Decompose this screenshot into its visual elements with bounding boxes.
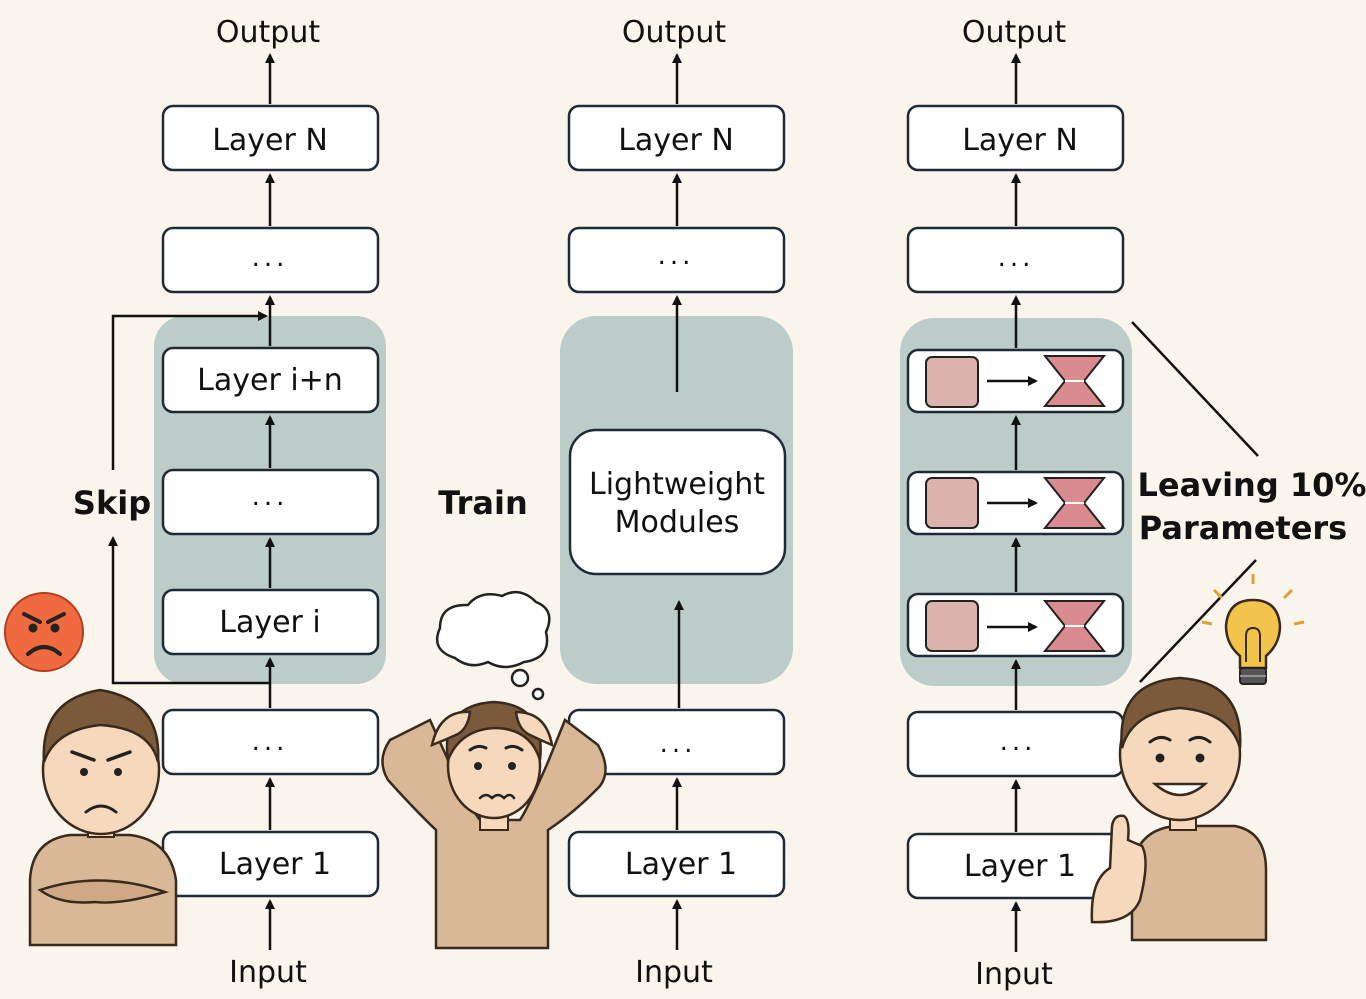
col2-layer-1-label: Layer 1 [625,847,737,882]
leaving-params-label-2: Parameters [1139,509,1347,547]
col1-layer-n-box [161,104,380,172]
col1-ellipsis-top: ... [252,243,289,273]
train-label: Train [438,484,527,522]
lightweight-modules-box [568,428,787,576]
lightweight-modules-label-1: Lightweight [589,467,765,502]
col1-layer-in-box [161,346,380,414]
pruned-module-row-1 [906,348,1125,414]
col2-input-label: Input [635,955,713,990]
light-bulb-icon [1201,574,1305,685]
col1-ellipsis-low: ... [252,727,289,757]
skip-connection-lower [108,536,270,685]
col1-layer-i-box [161,588,380,656]
col1-layer-1-label: Layer 1 [219,847,331,882]
col2-ellipsis-box-top [567,226,786,294]
col3-layer-n-label: Layer N [962,123,1078,158]
angry-face-icon [4,592,84,672]
col2-layer-n-box [567,104,786,172]
pruned-block-square-3 [925,600,979,652]
col3-input-label: Input [975,957,1053,992]
lightweight-modules-label-2: Modules [615,505,740,540]
col1-ellipsis-box-mid [161,468,380,536]
col2-output-label: Output [622,15,726,50]
pruned-block-square-2 [925,477,979,529]
skip-connection-upper [111,311,268,470]
col1-input-label: Input [229,955,307,990]
happy-person-icon [1090,676,1268,942]
col3-ellipsis-top: ... [998,243,1035,273]
col1-ellipsis-box-top [161,226,380,294]
col1-layer-n-label: Layer N [212,123,328,158]
pruned-block-square-1 [925,356,979,408]
col1-output-label: Output [216,15,320,50]
callout-line-bottom [1139,559,1257,683]
callout-line-top [1131,321,1259,457]
col3-output-label: Output [962,15,1066,50]
col1-layer-i-label: Layer i [219,605,321,640]
col3-ellipsis-box-top [906,226,1125,294]
col1-layer-in-label: Layer i+n [197,363,343,398]
col1-ellipsis-mid: ... [252,482,289,512]
column-skip: Output Layer N ... Layer i+n ... Layer i… [4,15,386,990]
col2-layer-1-box [567,830,786,898]
col3-layer-n-box [906,104,1125,172]
col2-ellipsis-low: ... [660,729,697,759]
col2-ellipsis-top: ... [658,241,695,271]
thought-cloud-icon [435,590,551,701]
angry-person-icon [28,688,178,947]
col3-ellipsis-low: ... [1000,727,1037,757]
col3-layer-1-label: Layer 1 [964,849,1076,884]
col1-ellipsis-box-low [161,708,380,776]
worried-person-icon [381,700,607,950]
column-leaving: Output Layer N ... [900,15,1366,992]
leaving-params-label-1: Leaving 10% [1138,466,1366,504]
pruned-module-row-3 [906,592,1125,658]
skip-label: Skip [73,484,151,522]
column-train: Output Layer N ... Lightweight Modules .… [381,15,793,990]
pruned-module-row-2 [906,470,1125,536]
col2-layer-n-label: Layer N [618,123,734,158]
